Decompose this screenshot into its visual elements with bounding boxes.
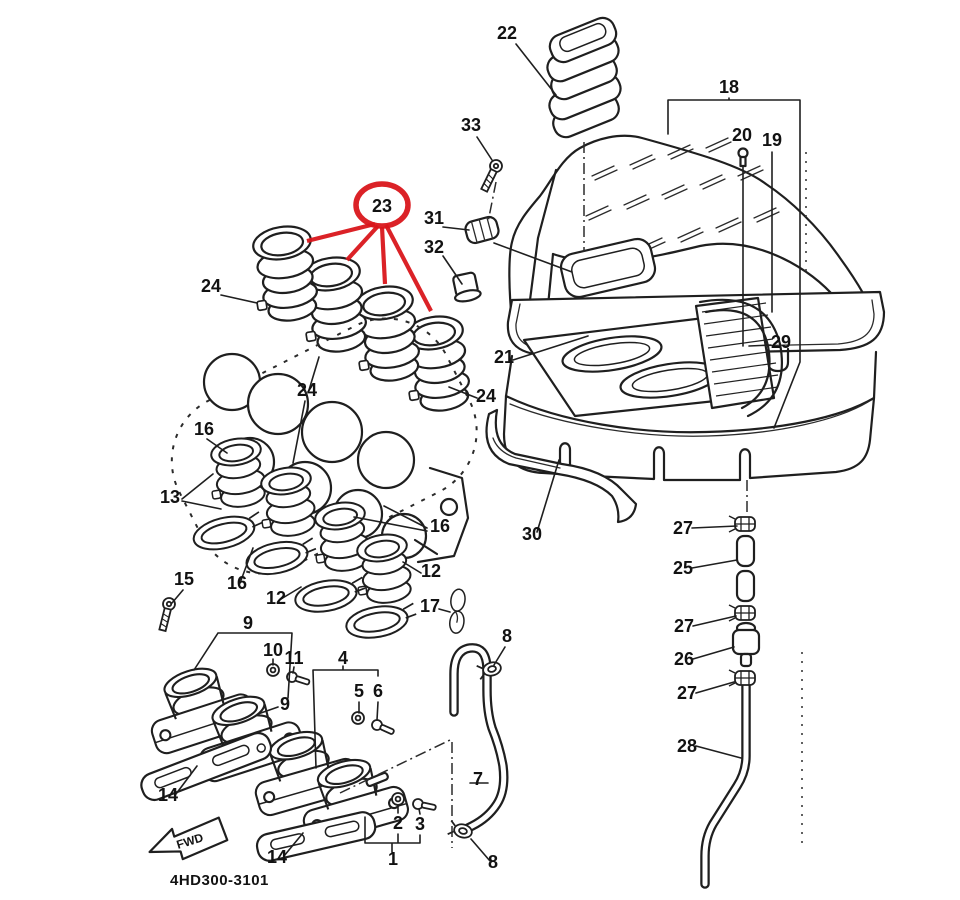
part-label-14: 14 [267,847,287,867]
part-label-29: 29 [771,332,791,352]
clamp-27b [728,604,756,622]
part-label-16: 16 [194,419,214,439]
air-filter-and-case-interior [522,296,784,418]
joint-17 [449,588,466,634]
part-label-24: 24 [201,276,221,296]
pipe-25b [735,569,756,603]
part-label-27: 27 [674,616,694,636]
drain-line-parts [728,515,761,687]
part-label-25: 25 [673,558,693,578]
part-label-27: 27 [677,683,697,703]
part-label-30: 30 [522,524,542,544]
air-duct-30 [485,408,638,524]
carb-holders-group [136,654,412,862]
part-label-8: 8 [502,626,512,646]
pipe-25a [735,534,756,568]
part-label-20: 20 [732,125,752,145]
part-label-33: 33 [461,115,481,135]
part-label-18: 18 [719,77,739,97]
part-label-17: 17 [420,596,440,616]
air-duct-bellows [546,16,622,139]
collar-32 [452,271,482,303]
part-label-14: 14 [158,785,178,805]
part-label-7: 7 [473,769,483,789]
grommet-31 [464,215,500,245]
part-label-32: 32 [424,237,444,257]
part-label-13: 13 [160,487,180,507]
part-label-12: 12 [266,588,286,608]
part-label-16: 16 [227,573,247,593]
clamp-27c [728,669,756,687]
check-valve-26 [731,621,761,668]
part-label-31: 31 [424,208,444,228]
part-label-2: 2 [393,813,403,833]
part-label-24: 24 [476,386,496,406]
part-label-21: 21 [494,347,514,367]
part-label-22: 22 [497,23,517,43]
part-label-28: 28 [677,736,697,756]
part-label-12: 12 [421,561,441,581]
part-label-3: 3 [415,814,425,834]
part-label-15: 15 [174,569,194,589]
small-hardware [155,147,749,841]
part-label-9: 9 [280,694,290,714]
part-label-4: 4 [338,648,348,668]
stay-plate-14a [140,731,273,802]
part-code-text: 4HD300-3101 [170,872,269,889]
highlight-circle-23 [306,181,433,312]
washer-5 [351,711,365,725]
clamp-27a [728,515,756,533]
bolt-3 [411,797,438,814]
part-label-27: 27 [673,518,693,538]
washer-2 [391,792,405,806]
air-cleaner-case-lower [502,350,878,482]
leader-lines [171,43,807,862]
stay-plate-14b [255,811,377,862]
part-label-16: 16 [430,516,450,536]
part-label-10: 10 [263,640,283,660]
part-label-26: 26 [674,649,694,669]
part-label-11: 11 [284,648,303,668]
screw-20 [737,147,749,168]
part-label-6: 6 [373,681,383,701]
part-label-19: 19 [762,130,782,150]
drain-hose-28 [700,681,751,889]
fwd-arrow [148,816,229,861]
part-label-8: 8 [488,852,498,872]
part-label-5: 5 [354,681,364,701]
part-label-24: 24 [297,380,317,400]
part-label-1: 1 [388,849,398,869]
hose-clamp-8-top [475,659,504,681]
screw-33 [477,157,505,194]
bolt-6 [369,717,397,738]
part-label-23: 23 [372,196,392,216]
part-label-9: 9 [243,613,253,633]
breather-hose-7 [449,643,509,836]
